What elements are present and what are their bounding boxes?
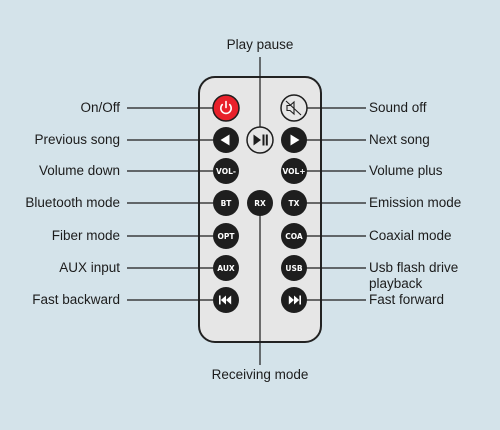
previous-icon	[220, 134, 230, 146]
mute-button[interactable]	[280, 94, 308, 122]
label-volume-plus: Volume plus	[369, 163, 443, 178]
previous-button[interactable]	[213, 127, 239, 153]
fast-forward-icon	[288, 295, 301, 305]
power-button[interactable]	[212, 94, 240, 122]
label-sound-off: Sound off	[369, 100, 427, 115]
label-bluetooth-mode: Bluetooth mode	[25, 195, 120, 210]
coa-label: COA	[285, 232, 303, 241]
label-next-song: Next song	[369, 132, 430, 147]
label-fast-forward: Fast forward	[369, 292, 445, 307]
bt-button[interactable]: BT	[213, 190, 239, 216]
vol-plus-button[interactable]: VOL+	[281, 158, 307, 184]
vol-minus-button[interactable]: VOL-	[213, 158, 239, 184]
opt-label: OPT	[218, 232, 236, 241]
label-play-pause: Play pause	[226, 37, 294, 52]
label-aux-input: AUX input	[59, 260, 120, 275]
label-receiving-mode: Receiving mode	[211, 367, 309, 382]
rx-button[interactable]: RX	[247, 190, 273, 216]
coa-button[interactable]: COA	[281, 223, 307, 249]
vol-plus-label: VOL+	[282, 167, 305, 176]
fast-backward-button[interactable]	[213, 287, 239, 313]
aux-button[interactable]: AUX	[213, 255, 239, 281]
label-coaxial-mode: Coaxial mode	[369, 228, 452, 243]
usb-label: USB	[285, 264, 302, 273]
mute-icon	[285, 100, 302, 116]
vol-minus-label: VOL-	[216, 167, 236, 176]
fast-backward-icon	[219, 295, 232, 305]
rx-label: RX	[254, 199, 266, 208]
fast-forward-button[interactable]	[281, 287, 307, 313]
opt-button[interactable]: OPT	[213, 223, 239, 249]
label-fast-backward: Fast backward	[32, 292, 120, 307]
next-icon	[290, 134, 300, 146]
next-button[interactable]	[281, 127, 307, 153]
usb-button[interactable]: USB	[281, 255, 307, 281]
tx-label: TX	[289, 199, 300, 208]
tx-button[interactable]: TX	[281, 190, 307, 216]
label-volume-down: Volume down	[38, 163, 120, 178]
play-pause-button[interactable]	[246, 126, 274, 154]
aux-label: AUX	[217, 264, 235, 273]
leader-lines	[127, 57, 366, 365]
label-on-off: On/Off	[80, 100, 120, 115]
power-icon	[220, 100, 232, 115]
play-pause-icon	[253, 134, 268, 146]
label-fiber-mode: Fiber mode	[51, 228, 120, 243]
bt-label: BT	[221, 199, 233, 208]
label-emission-mode: Emission mode	[369, 195, 462, 210]
label-usb-line2: playback	[369, 276, 423, 291]
label-usb-line1: Usb flash drive	[369, 260, 459, 275]
label-previous-song: Previous song	[34, 132, 120, 147]
